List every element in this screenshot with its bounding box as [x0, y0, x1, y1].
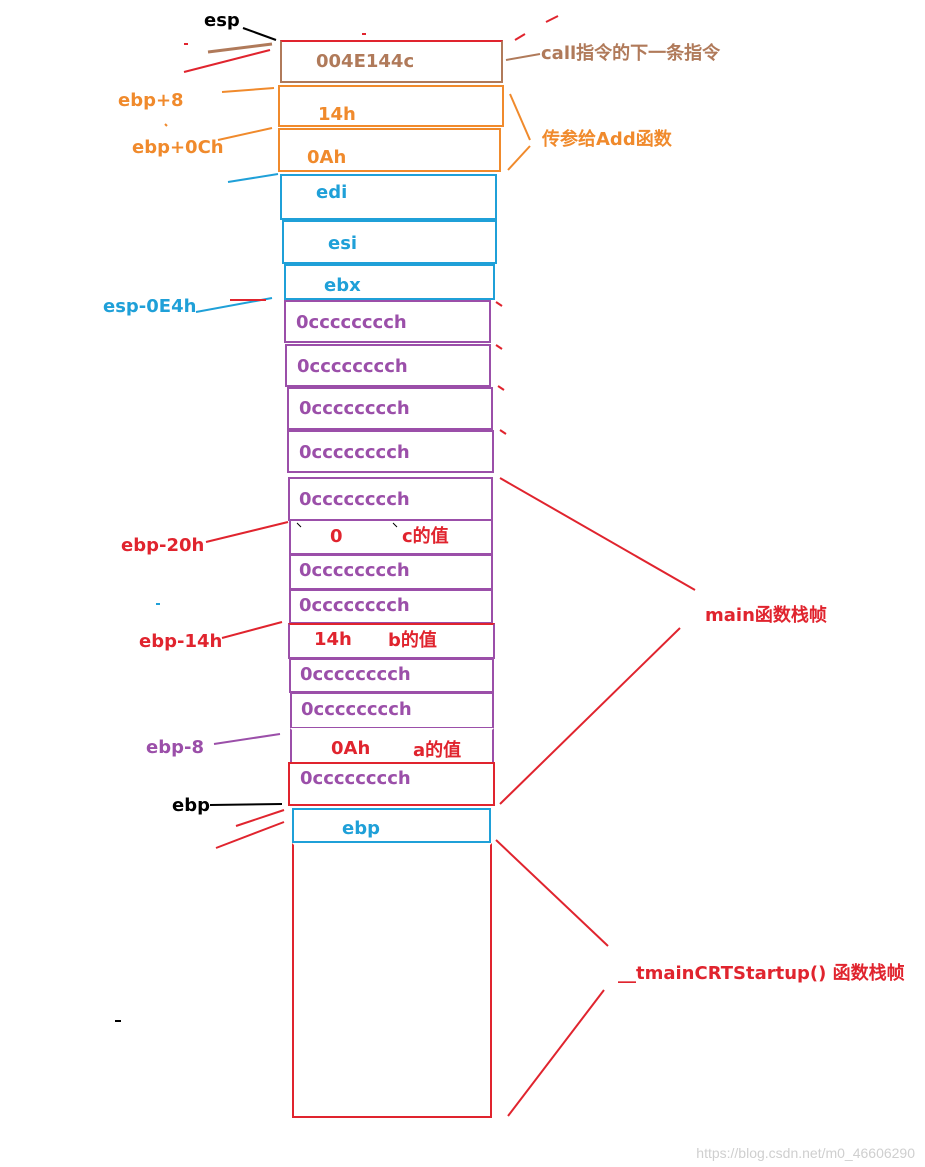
params-note: 传参给Add函数: [542, 129, 672, 150]
fill-value: 0cccccccch: [299, 442, 410, 463]
ebp-minus-14h-label: ebp-14h: [139, 631, 223, 652]
watermark: https://blog.csdn.net/m0_46606290: [696, 1145, 915, 1161]
fill-value: 0cccccccch: [296, 312, 407, 333]
fill-cell: 0cccccccch: [289, 554, 493, 590]
c-variable-value: 0: [330, 526, 343, 547]
b-variable-value: 14h: [314, 629, 352, 650]
saved-esi-cell: esi: [282, 220, 497, 264]
fill-value: 0cccccccch: [299, 560, 410, 581]
b-variable-cell: 14h b的值: [288, 623, 495, 659]
ebp-plus-0ch-label: ebp+0Ch: [132, 137, 224, 158]
arg-a-cell: 0Ah: [278, 128, 501, 172]
fill-cell: 0cccccccch: [288, 762, 495, 806]
main-frame-label: main函数栈帧: [705, 605, 827, 626]
fill-value: 0cccccccch: [299, 489, 410, 510]
fill-cell: 0cccccccch: [289, 589, 493, 624]
fill-value: 0cccccccch: [300, 768, 411, 789]
ebp-minus-20h-label: ebp-20h: [121, 535, 205, 556]
fill-cell: 0cccccccch: [289, 658, 494, 693]
esp-minus-0e4h-label: esp-0E4h: [103, 296, 197, 317]
fill-cell: 0cccccccch: [288, 477, 493, 521]
fill-value: 0cccccccch: [297, 356, 408, 377]
fill-value: 0cccccccch: [300, 664, 411, 685]
arg-a-value: 0Ah: [307, 147, 347, 168]
ebp-plus-8-label: ebp+8: [118, 90, 184, 111]
crt-frame-label: __tmainCRTStartup() 函数栈帧: [618, 963, 905, 984]
ebp-minus-8-label: ebp-8: [146, 737, 204, 758]
b-variable-note: b的值: [388, 630, 437, 651]
esp-label: esp: [204, 10, 240, 31]
saved-ebp-cell: ebp: [292, 808, 491, 843]
fill-cell: 0cccccccch: [284, 300, 491, 343]
fill-cell: 0cccccccch: [287, 430, 494, 473]
arg-b-cell: 14h: [278, 85, 504, 127]
fill-value: 0cccccccch: [299, 398, 410, 419]
fill-cell: 0cccccccch: [290, 692, 494, 729]
saved-ebx-cell: ebx: [284, 264, 495, 300]
call-note: call指令的下一条指令: [541, 43, 721, 64]
a-variable-cell: 0Ah a的值: [290, 728, 494, 764]
saved-edi-cell: edi: [280, 174, 497, 220]
fill-cell: 0cccccccch: [285, 344, 491, 387]
return-address-value: 004E144c: [316, 51, 415, 72]
ebp-label: ebp: [172, 795, 210, 816]
arg-b-value: 14h: [318, 104, 356, 125]
crt-frame-block: [292, 843, 492, 1118]
c-variable-cell: 0 c的值: [289, 519, 493, 555]
saved-esi-value: esi: [328, 233, 358, 254]
return-address-cell: 004E144c: [280, 40, 503, 83]
saved-ebx-value: ebx: [324, 275, 361, 296]
a-variable-note: a的值: [413, 740, 462, 761]
saved-ebp-value: ebp: [342, 818, 380, 839]
a-variable-value: 0Ah: [331, 738, 371, 759]
fill-cell: 0cccccccch: [287, 387, 493, 430]
fill-value: 0cccccccch: [301, 699, 412, 720]
saved-edi-value: edi: [316, 182, 348, 203]
c-variable-note: c的值: [402, 526, 449, 547]
fill-value: 0cccccccch: [299, 595, 410, 616]
